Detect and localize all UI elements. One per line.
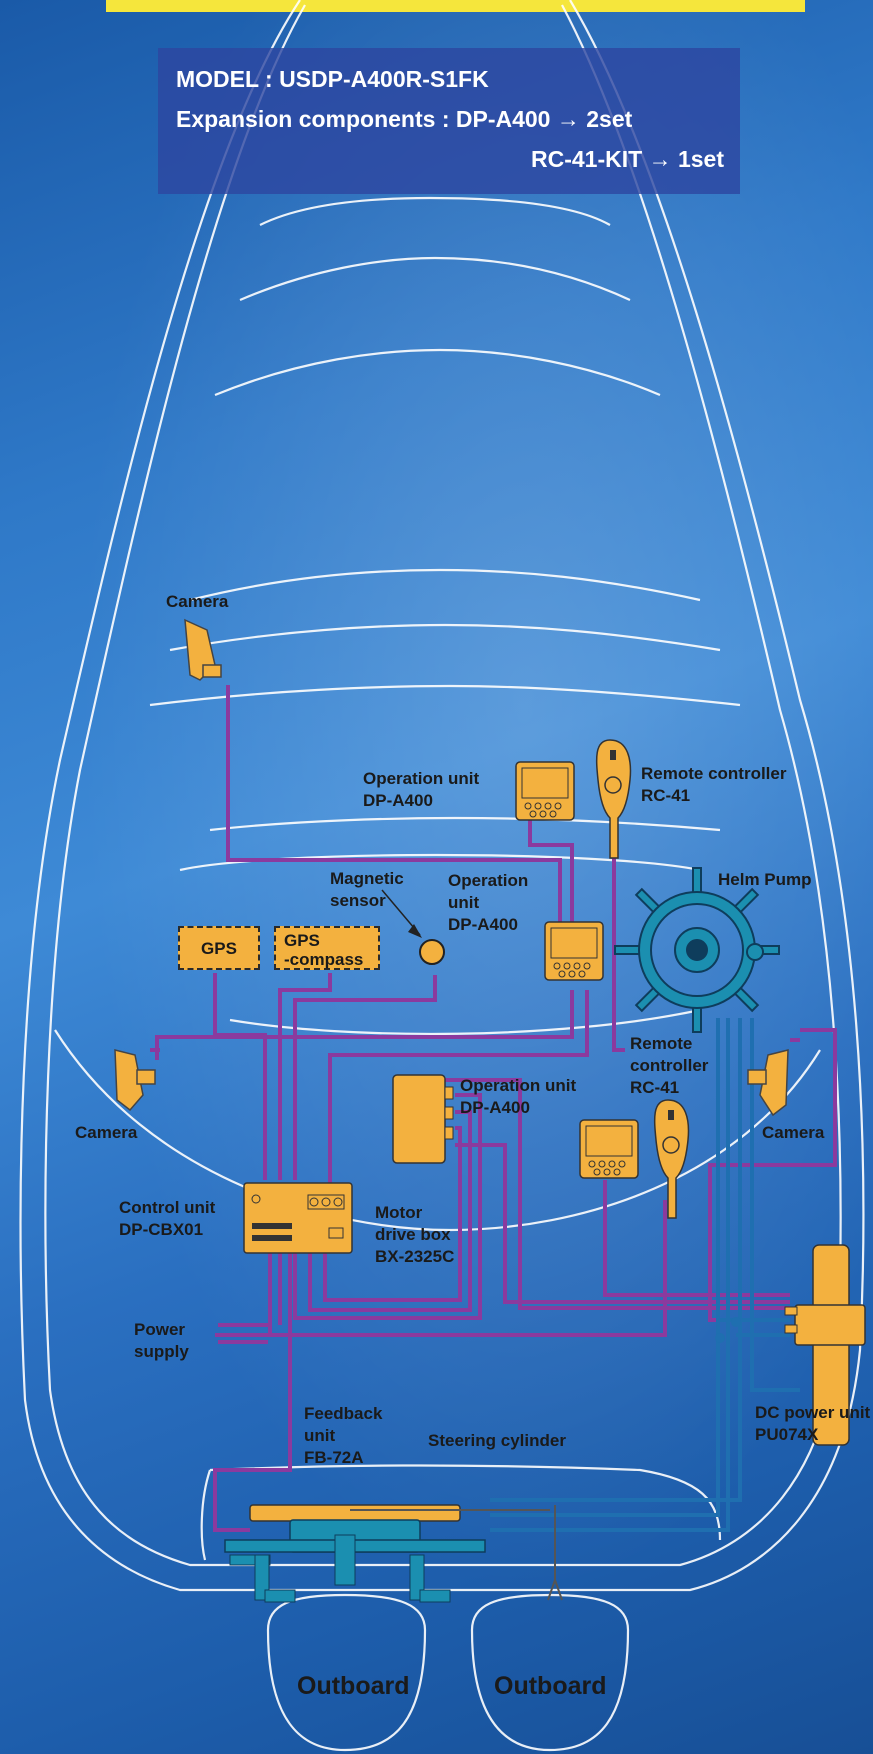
camera-left-label: Camera [75, 1123, 138, 1142]
title-banner [106, 0, 805, 12]
outboard-right-label: Outboard [494, 1672, 607, 1700]
feedback-unit-line-2: unit [304, 1426, 336, 1445]
gps-compass-box: GPS -compass [274, 926, 380, 970]
operation-unit-3-device [579, 1119, 639, 1179]
operation-unit-2-device [544, 921, 604, 981]
motor-drive-box-device [392, 1074, 454, 1164]
remote-controller-2-device [653, 1099, 690, 1219]
dc-power-unit-device [784, 1244, 866, 1446]
motor-drive-label: Motor drive box BX-2325C [375, 1202, 454, 1268]
feedback-unit-line-3: FB-72A [304, 1448, 364, 1467]
remote-2-line-1: Remote [630, 1034, 693, 1053]
motor-drive-line-2: drive box [375, 1225, 451, 1244]
magnetic-sensor-line-2: sensor [330, 891, 386, 910]
remote-1-line-1: Remote controller [641, 764, 787, 783]
op-unit-3-line-1: Operation unit [460, 1076, 577, 1095]
power-supply-label: Power supply [134, 1319, 189, 1363]
expansion-line: Expansion components : DP-A400 → 2set [176, 106, 633, 132]
op-unit-2-label: Operation unit DP-A400 [448, 870, 528, 936]
steering-cylinder-device [224, 1504, 563, 1603]
op-unit-1-label: Operation unit DP-A400 [363, 768, 479, 812]
outboard-left-label: Outboard [297, 1672, 410, 1700]
remote-1-label: Remote controller RC-41 [641, 763, 786, 807]
camera-right-device [747, 1049, 789, 1117]
dc-power-unit-line-1: DC power unit [755, 1403, 871, 1422]
helm-pump-label: Helm Pump [718, 870, 812, 889]
remote-controller-1-device [595, 739, 632, 859]
gps-compass-label-1: GPS [284, 931, 320, 950]
helm-wheel-device [614, 867, 780, 1033]
control-unit-device [243, 1182, 353, 1254]
remote-1-line-2: RC-41 [641, 786, 691, 805]
remote-2-line-3: RC-41 [630, 1078, 680, 1097]
control-unit-line-2: DP-CBX01 [119, 1220, 204, 1239]
op-unit-1-line-2: DP-A400 [363, 791, 433, 810]
motor-drive-line-1: Motor [375, 1203, 423, 1222]
op-unit-2-line-3: DP-A400 [448, 915, 518, 934]
model-line: MODEL : USDP-A400R-S1FK [176, 66, 489, 92]
op-unit-3-label: Operation unit DP-A400 [460, 1075, 576, 1119]
dc-power-unit-line-2: PU074X [755, 1425, 819, 1444]
kit-line: RC-41-KIT → 1set [531, 146, 724, 172]
control-unit-line-1: Control unit [119, 1198, 216, 1217]
camera-left-device [114, 1049, 156, 1112]
dc-power-unit-label: DC power unit PU074X [755, 1402, 870, 1446]
op-unit-1-line-1: Operation unit [363, 769, 480, 788]
motor-drive-line-3: BX-2325C [375, 1247, 455, 1266]
camera-top-device [184, 618, 222, 681]
gps-box: GPS [178, 926, 260, 970]
op-unit-2-line-1: Operation [448, 871, 529, 890]
op-unit-3-line-2: DP-A400 [460, 1098, 530, 1117]
control-unit-label: Control unit DP-CBX01 [119, 1197, 215, 1241]
feedback-unit-label: Feedback unit FB-72A [304, 1403, 382, 1469]
remote-2-label: Remote controller RC-41 [630, 1033, 708, 1099]
operation-unit-1-device [515, 761, 575, 821]
magnetic-sensor-device [419, 939, 445, 965]
camera-right-label: Camera [762, 1123, 825, 1142]
power-supply-line-1: Power [134, 1320, 186, 1339]
power-supply-line-2: supply [134, 1342, 189, 1361]
feedback-unit-line-1: Feedback [304, 1404, 383, 1423]
op-unit-2-line-2: unit [448, 893, 480, 912]
camera-top-label: Camera [166, 592, 229, 611]
steering-cylinder-label: Steering cylinder [428, 1431, 566, 1450]
signal-cables [150, 685, 837, 1532]
remote-2-line-2: controller [630, 1056, 709, 1075]
hydraulic-lines [490, 1018, 800, 1532]
magnetic-sensor-label: Magnetic sensor [330, 868, 404, 912]
gps-label: GPS [201, 939, 237, 958]
model-info-box: MODEL : USDP-A400R-S1FK Expansion compon… [158, 48, 740, 194]
magnetic-sensor-line-1: Magnetic [330, 869, 404, 888]
gps-compass-label-2: -compass [284, 950, 364, 969]
